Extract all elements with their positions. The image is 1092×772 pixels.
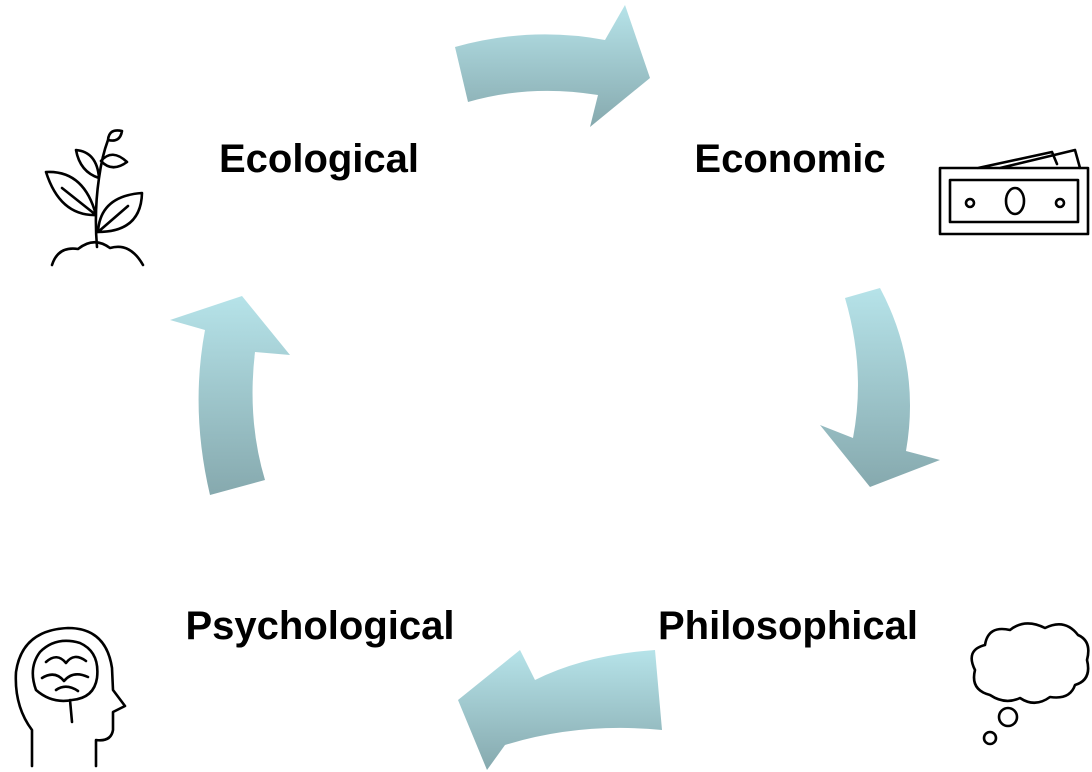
plant-icon (44, 129, 145, 267)
thought-bubble-large (997, 706, 1019, 728)
money-icon-bills (938, 148, 1090, 236)
thought-bubble-small (982, 730, 998, 746)
label-economic: Economic (694, 137, 885, 181)
money-icon-right-dot (1054, 197, 1066, 209)
plant-icon-lines (44, 129, 145, 267)
head-outline (14, 626, 127, 768)
label-philosophical: Philosophical (658, 604, 918, 648)
arrow-ecological-to-economic (455, 5, 650, 127)
label-ecological: Ecological (219, 137, 419, 181)
brain-outline (31, 639, 99, 724)
arrow-psychological-to-ecological (170, 296, 290, 495)
money-icon (938, 148, 1090, 236)
arrow-philosophical-to-psychological (458, 650, 662, 770)
thought-cloud-icon (970, 622, 1090, 746)
thought-cloud-outline (970, 622, 1090, 705)
money-icon-center-oval (1004, 186, 1026, 216)
arrow-economic-to-philosophical (820, 288, 940, 487)
head-brain-icon (14, 626, 127, 768)
label-psychological: Psychological (186, 604, 455, 648)
money-icon-left-dot (964, 197, 976, 209)
